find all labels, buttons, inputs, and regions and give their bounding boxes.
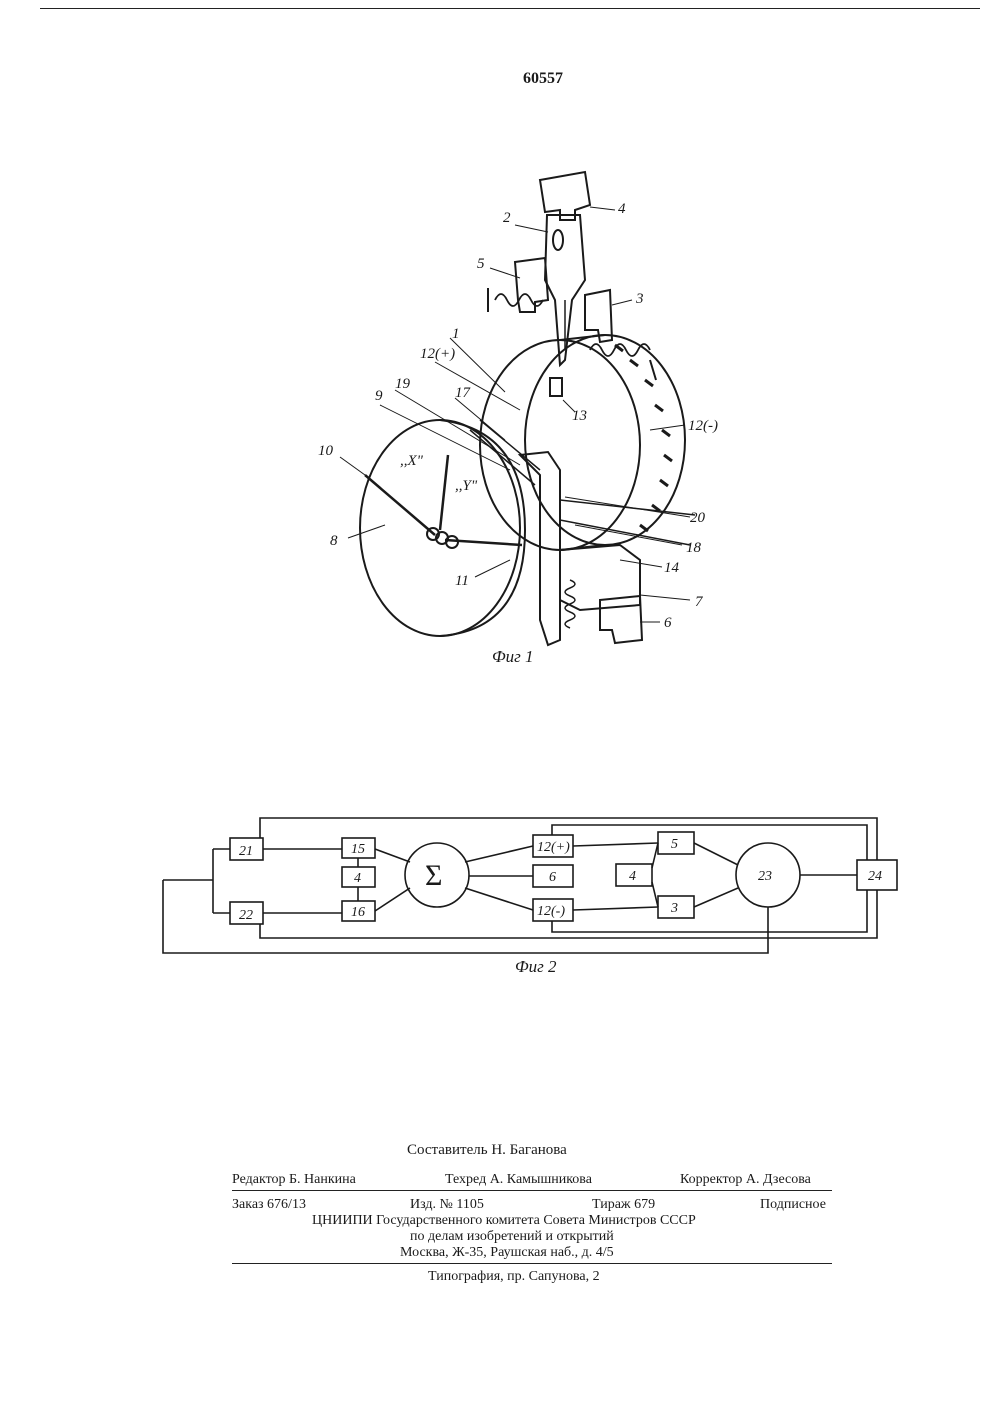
block-4-left: 4: [354, 871, 361, 886]
editor: Редактор Б. Нанкина: [232, 1171, 356, 1188]
block-12-plus: 12(+): [537, 840, 570, 855]
block-5: 5: [671, 837, 678, 852]
subscription: Подписное: [760, 1196, 826, 1213]
block-6: 6: [549, 870, 556, 885]
block-4-right: 4: [629, 869, 636, 884]
block-23: 23: [758, 869, 772, 884]
figure-2-caption: Фиг 2: [515, 957, 557, 976]
block-12-minus: 12(-): [537, 904, 565, 919]
techred: Техред А. Камышникова: [445, 1171, 592, 1188]
imprint-divider-top: [232, 1190, 832, 1191]
block-22: 22: [239, 908, 253, 923]
summator-sigma: Σ: [425, 859, 442, 892]
block-21: 21: [239, 844, 253, 859]
circulation: Тираж 679: [592, 1196, 655, 1213]
org-line-3: Москва, Ж-35, Раушская наб., д. 4/5: [400, 1244, 614, 1261]
order-number: Заказ 676/13: [232, 1196, 306, 1213]
org-line-1: ЦНИИПИ Государственного комитета Совета …: [312, 1212, 696, 1229]
org-line-2: по делам изобретений и открытий: [410, 1228, 614, 1245]
block-3: 3: [670, 901, 678, 916]
figure-2: 21 22 15 4 16 Σ 12(+) 6 12(-) 5 4 3 23 2…: [0, 0, 1000, 1000]
compiler-line: Составитель Н. Баганова: [407, 1142, 567, 1159]
block-24: 24: [868, 869, 882, 884]
printer: Типография, пр. Сапунова, 2: [428, 1268, 600, 1285]
imprint-divider-bottom: [232, 1263, 832, 1264]
block-16: 16: [351, 905, 365, 920]
block-15: 15: [351, 842, 365, 857]
issue-number: Изд. № 1105: [410, 1196, 484, 1213]
corrector: Корректор А. Дзесова: [680, 1171, 811, 1188]
